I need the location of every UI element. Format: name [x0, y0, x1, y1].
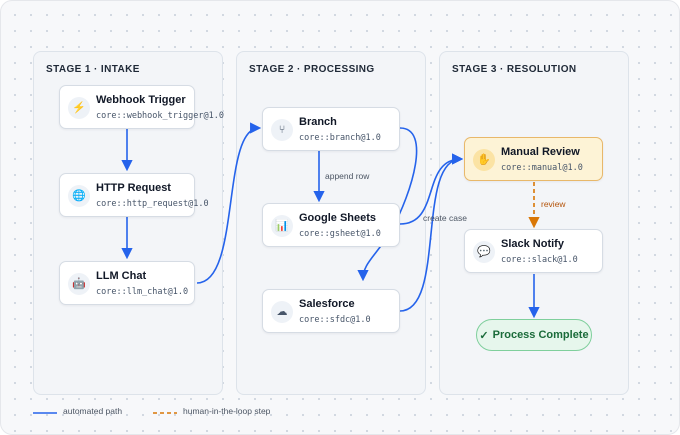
node-subtitle: core::llm_chat@1.0	[96, 287, 189, 297]
node-manual-review[interactable]: ✋ Manual Review core::manual@1.0	[464, 137, 603, 181]
check-icon: ✓	[479, 329, 489, 342]
node-subtitle: core::http_request@1.0	[96, 199, 209, 209]
node-subtitle: core::sfdc@1.0	[299, 315, 371, 325]
robot-icon: 🤖	[68, 273, 90, 295]
edge-label-append-row: append row	[325, 171, 370, 181]
chat-icon: 💬	[473, 241, 495, 263]
node-title: Manual Review	[501, 146, 580, 158]
edge-salesforce-review	[399, 153, 464, 312]
node-title: LLM Chat	[96, 270, 147, 282]
node-subtitle: core::slack@1.0	[501, 255, 578, 265]
edge-llm-branch	[196, 122, 262, 284]
edge-sheets-review	[399, 153, 464, 225]
cloud-icon: ☁	[271, 301, 293, 323]
branch-icon: ⑂	[271, 119, 293, 141]
process-complete-pill[interactable]: ✓ Process Complete	[476, 319, 592, 351]
node-subtitle: core::branch@1.0	[299, 133, 381, 143]
stage-title: STAGE 2 · PROCESSING	[249, 64, 375, 75]
legend-automated-label: automated path	[63, 406, 123, 416]
node-webhook-trigger[interactable]: ⚡ Webhook Trigger core::webhook_trigger@…	[59, 85, 224, 129]
chart-icon: 📊	[271, 215, 293, 237]
node-llm-chat[interactable]: 🤖 LLM Chat core::llm_chat@1.0	[59, 261, 195, 305]
node-http-request[interactable]: 🌐 HTTP Request core::http_request@1.0	[59, 173, 209, 217]
process-complete-label: Process Complete	[492, 329, 589, 341]
node-title: Salesforce	[299, 298, 355, 310]
node-subtitle: core::manual@1.0	[501, 163, 583, 173]
legend-human-label: human-in-the-loop step	[183, 406, 271, 416]
node-branch[interactable]: ⑂ Branch core::branch@1.0	[262, 107, 400, 151]
node-title: Google Sheets	[299, 212, 377, 224]
node-title: Branch	[299, 116, 337, 128]
node-title: HTTP Request	[96, 182, 171, 194]
node-title: Slack Notify	[501, 238, 564, 250]
node-google-sheets[interactable]: 📊 Google Sheets core::gsheet@1.0	[262, 203, 400, 247]
node-salesforce[interactable]: ☁ Salesforce core::sfdc@1.0	[262, 289, 400, 333]
node-subtitle: core::gsheet@1.0	[299, 229, 381, 239]
hand-icon: ✋	[473, 149, 495, 171]
node-title: Webhook Trigger	[96, 94, 186, 106]
node-subtitle: core::webhook_trigger@1.0	[96, 111, 224, 121]
lightning-icon: ⚡	[68, 97, 90, 119]
node-slack-notify[interactable]: 💬 Slack Notify core::slack@1.0	[464, 229, 603, 273]
stage-title: STAGE 3 · RESOLUTION	[452, 64, 577, 75]
edge-label-create-case: create case	[423, 213, 467, 223]
stage-title: STAGE 1 · INTAKE	[46, 64, 140, 75]
edge-label-review: review	[541, 199, 566, 209]
globe-icon: 🌐	[68, 185, 90, 207]
